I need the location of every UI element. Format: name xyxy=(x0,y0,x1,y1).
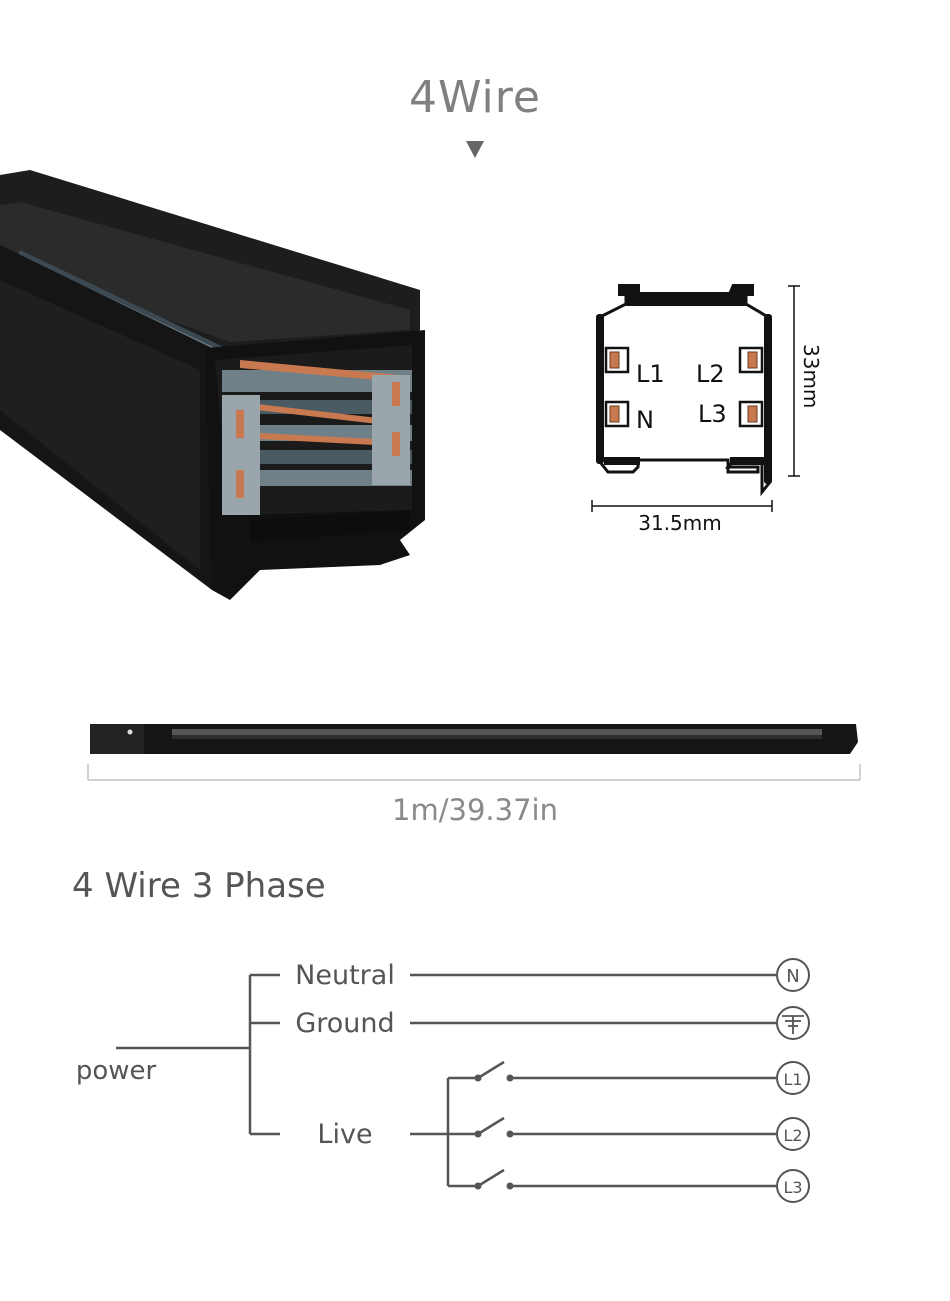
power-label: power xyxy=(76,1056,157,1086)
wiring-diagram: power Neutral Ground Live N L1 L2 L3 xyxy=(76,958,810,1203)
switch-l1-pivot xyxy=(474,1074,482,1082)
profile-label-l2: L2 xyxy=(696,360,725,388)
down-arrow-icon xyxy=(466,141,484,158)
track-length-bar xyxy=(87,724,861,781)
switch-l3-pivot xyxy=(474,1182,482,1190)
profile-label-n: N xyxy=(636,406,654,434)
ground-label: Ground xyxy=(295,1008,394,1039)
live-label: Live xyxy=(317,1119,372,1150)
terminal-n: N xyxy=(786,966,799,987)
profile-width-dimension: 31.5mm xyxy=(638,511,722,535)
profile-label-l3: L3 xyxy=(698,400,727,428)
switch-l3-contact xyxy=(506,1182,514,1190)
terminal-l3: L3 xyxy=(783,1178,802,1197)
switch-l1-contact xyxy=(506,1074,514,1082)
ground-icon xyxy=(782,1015,804,1034)
profile-label-l1: L1 xyxy=(636,360,665,388)
profile-height-dimension: 33mm xyxy=(799,344,823,408)
track-rail-photo xyxy=(0,170,425,600)
profile-cross-section-diagram: L1 N L2 L3 33mm 31.5mm xyxy=(578,262,830,576)
terminal-l1: L1 xyxy=(783,1070,802,1089)
track-length-label: 1m/39.37in xyxy=(392,793,558,827)
terminal-l2: L2 xyxy=(783,1126,802,1145)
section-title-4wire: 4Wire xyxy=(409,72,541,123)
wiring-section-title: 4 Wire 3 Phase xyxy=(72,866,326,906)
switch-l2-pivot xyxy=(474,1130,482,1138)
neutral-label: Neutral xyxy=(295,960,395,991)
switch-l2-contact xyxy=(506,1130,514,1138)
